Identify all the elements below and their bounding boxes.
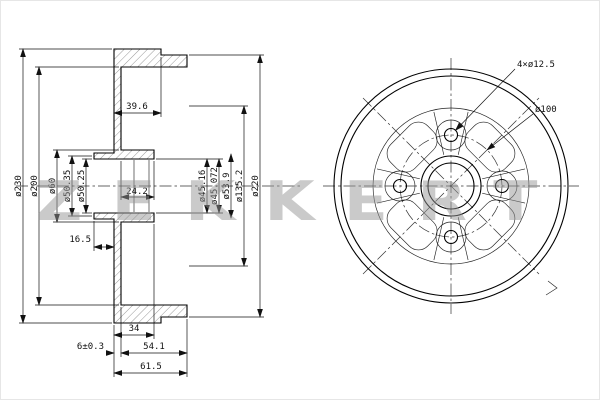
section-upper-half [93,48,188,160]
dim-label-6: 6±0.3 [77,342,104,352]
dim-6: 6±0.3 [77,342,115,356]
lightening-window [386,199,438,251]
dim-label-61-5: 61.5 [140,362,162,372]
front-view: 4×ø12.5 ø100 [323,58,579,314]
dim-d220: ø220 [189,54,264,318]
dim-d230: ø230 [14,48,112,324]
rib-line [376,168,420,180]
front-centerline-diagonal [362,97,540,275]
dim-label-24-2: 24.2 [126,187,148,197]
dim-d45-16: ø45.16 [156,158,223,214]
center-bore-circle [427,162,475,210]
bolt-boss [435,119,467,151]
callout-bolt-circle: ø100 [486,105,557,151]
dim-label-34: 34 [129,324,140,334]
label-bolt-holes: 4×ø12.5 [517,60,555,70]
bolt-hole [494,178,510,194]
rib-line [482,192,526,204]
bolt-circle [399,134,503,238]
bolt-hole [443,229,459,245]
dim-16-5: 16.5 [69,221,115,251]
rib-line [433,111,445,155]
outer-diameter-circle [333,68,569,304]
mounting-face-circle [372,107,530,265]
dim-54-1: 54.1 [120,307,188,377]
dim-d50-25: ø50.25 [77,158,92,214]
dim-d45-072: ø45.072 [210,158,222,214]
dim-label-d135-2: ø135.2 [235,170,245,203]
dim-label-d53-9: ø53.9 [222,172,232,199]
bolt-boss [435,221,467,253]
lightening-window [464,121,516,173]
dim-label-16-5: 16.5 [69,235,91,245]
dim-label-d50-35: ø50.35 [63,170,73,203]
bolt-boss [384,170,416,202]
dim-61-5: 61.5 [113,325,188,377]
dim-label-d230: ø230 [14,175,24,197]
dim-d135-2: ø135.2 [189,105,248,267]
dim-d50-35: ø50.35 [63,155,92,217]
dim-label-d50-25: ø50.25 [77,170,87,203]
rib-line [376,192,420,204]
hub-circle [420,155,482,217]
rib-line [433,217,445,261]
dim-label-d45-072: ø45.072 [210,167,220,205]
dim-24-2: 24.2 [120,161,155,200]
bolt-boss [486,170,518,202]
dim-label-54-1: 54.1 [143,342,165,352]
dim-label-d60: ø60 [48,178,58,194]
rib-line [457,217,469,261]
dim-d60: ø60 [48,149,119,223]
bolt-hole [443,127,459,143]
dim-d200: ø200 [30,66,119,306]
direction-arrow [545,280,558,296]
drum-rim-circle [340,75,562,297]
lightening-window [464,199,516,251]
rib-line [482,168,526,180]
section-view: ø230 ø200 ø60 ø50.35 ø50.25 [14,48,301,377]
lightening-window [386,121,438,173]
bolt-hole [392,178,408,194]
dim-39-6: 39.6 [113,57,162,117]
section-lower-half [93,212,188,324]
dim-label-39-6: 39.6 [126,102,148,112]
label-bolt-circle: ø100 [535,105,557,115]
dim-label-d200: ø200 [30,175,40,197]
callout-bolt-holes: 4×ø12.5 [454,60,555,131]
dim-d53-9: ø53.9 [222,153,234,219]
dim-label-d220: ø220 [251,175,261,197]
dim-label-d45-16: ø45.16 [198,170,208,203]
